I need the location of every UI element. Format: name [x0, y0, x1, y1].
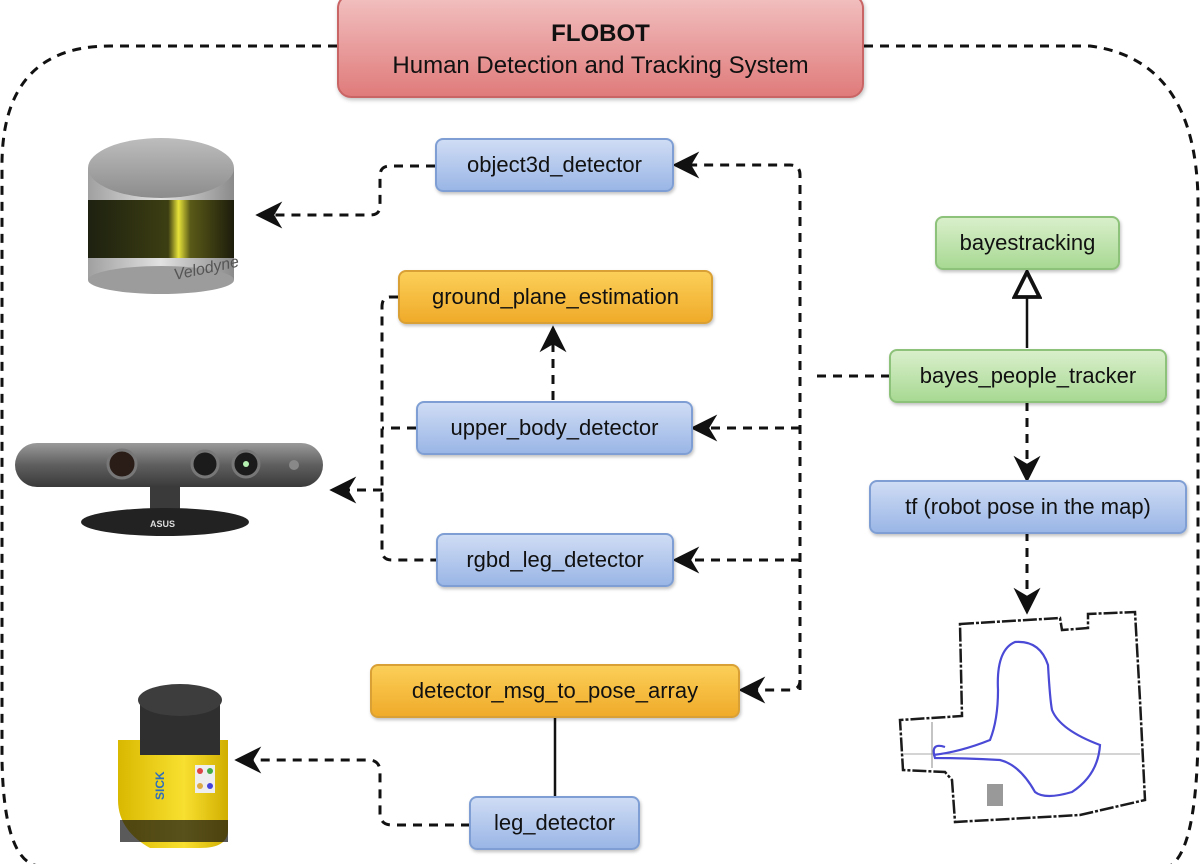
edge-object3d-to-velodyne — [255, 164, 435, 229]
edge-leg-to-sick — [234, 746, 470, 827]
node-tf-robot-pose[interactable]: tf (robot pose in the map) — [869, 480, 1187, 534]
edge-bus-to-pose-array — [738, 676, 802, 704]
velodyne-lidar-image: Velodyne — [88, 138, 241, 294]
system-boundary — [0, 44, 1200, 864]
node-rgbd-leg-detector[interactable]: rgbd_leg_detector — [436, 533, 674, 587]
connectors — [234, 151, 1041, 827]
node-bayestracking[interactable]: bayestracking — [935, 216, 1120, 270]
system-title-box: FLOBOT Human Detection and Tracking Syst… — [337, 0, 864, 98]
svg-text:ASUS: ASUS — [150, 519, 175, 529]
occupancy-map-image — [898, 610, 1147, 824]
system-title: FLOBOT — [551, 20, 650, 47]
node-detector-msg-to-pose-array[interactable]: detector_msg_to_pose_array — [370, 664, 740, 718]
edge-bus-to-object3d — [672, 151, 802, 690]
node-object3d-detector[interactable]: object3d_detector — [435, 138, 674, 192]
node-leg-detector[interactable]: leg_detector — [469, 796, 640, 850]
node-upper-body-detector[interactable]: upper_body_detector — [416, 401, 693, 455]
node-bayes-people-tracker[interactable]: bayes_people_tracker — [889, 349, 1167, 403]
sick-laser-scanner-image: SICK — [118, 684, 228, 848]
system-subtitle: Human Detection and Tracking System — [392, 52, 809, 79]
node-ground-plane-estimation[interactable]: ground_plane_estimation — [398, 270, 713, 324]
svg-text:SICK: SICK — [153, 771, 167, 800]
asus-rgbd-camera-image: ASUS — [15, 443, 323, 536]
